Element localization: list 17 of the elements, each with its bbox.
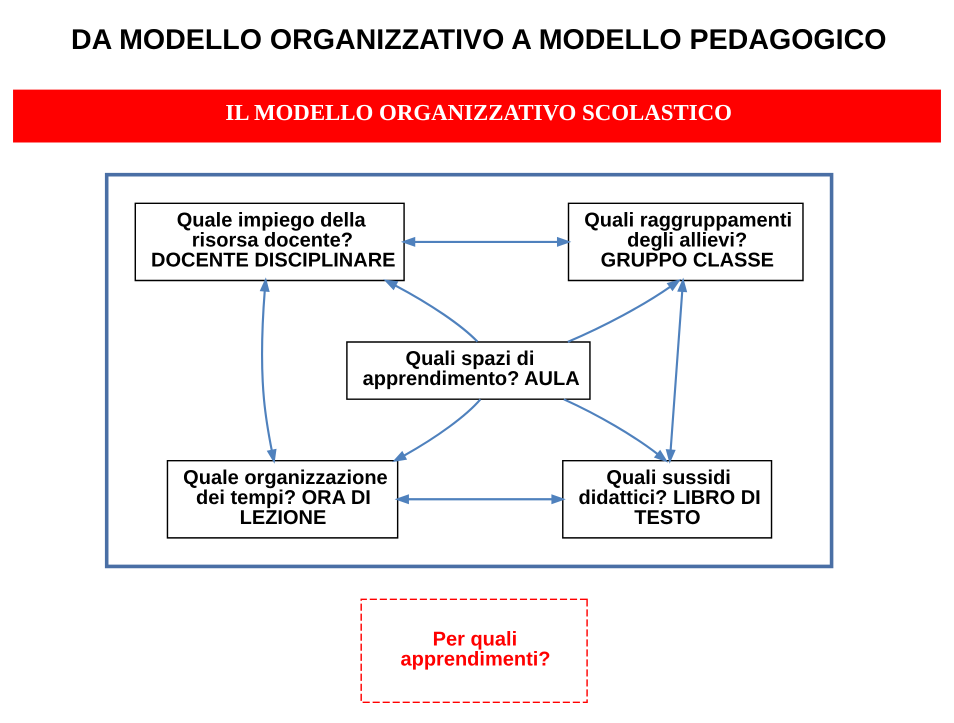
- node-box: Per quali apprendimenti?: [360, 598, 588, 702]
- arrow: [383, 278, 478, 342]
- node-box: Quale impiego della risorsa docente? DOCENTE DISCIPLINARE: [134, 202, 405, 281]
- node-box: Quali spazi di apprendimento? AULA: [346, 340, 591, 400]
- arrow: [567, 278, 682, 342]
- node-box: Quale organizzazione dei tempi? ORA DI LEZIONE: [166, 459, 398, 538]
- arrow: [666, 277, 688, 464]
- arrow: [392, 398, 482, 462]
- node-box: Quali raggruppamenti degli allievi? GRUPPO CLASSE: [568, 202, 804, 281]
- cluster: [104, 172, 834, 568]
- arrow: [394, 494, 566, 504]
- arrow: [400, 236, 572, 246]
- arrow: [563, 398, 668, 462]
- diagram-title: DA MODELLO ORGANIZZATIVO A MODELLO PEDAGOGICO: [70, 23, 886, 56]
- node-box: IL MODELLO ORGANIZZATIVO SCOLASTICO: [13, 89, 941, 142]
- node-box: Quali sussidi didattici? LIBRO DI TESTO: [562, 459, 772, 538]
- arrow: [260, 276, 277, 464]
